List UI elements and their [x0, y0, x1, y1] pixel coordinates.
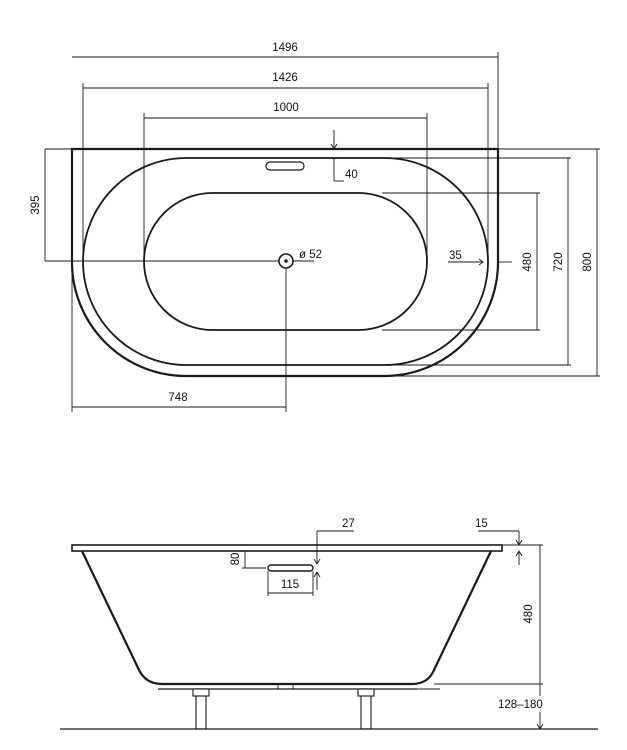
rim-bar — [71, 544, 503, 552]
tub-body — [81, 550, 492, 686]
dim-drain-diameter: ø 52 — [299, 249, 322, 261]
top-view: 1496 1426 1000 40 395 ø 52 35 480 720 80… — [30, 42, 600, 412]
leg-left-nut — [192, 688, 210, 697]
dim-leg-height: 128–180 — [498, 699, 543, 711]
overflow-slot — [265, 161, 305, 171]
drain-center — [284, 259, 288, 263]
dim-wall-offset: 40 — [345, 169, 358, 181]
basin-outline — [143, 192, 428, 331]
dim-tub-height: 480 — [523, 604, 535, 623]
dim-total-width: 1496 — [272, 42, 298, 54]
leg-right-nut — [357, 688, 375, 697]
dim-overflow-height: 80 — [230, 553, 242, 566]
dim-drain-from-left: 748 — [168, 392, 187, 404]
dim-basin-depth: 480 — [522, 252, 534, 271]
side-view: 27 15 80 115 480 128–180 — [60, 518, 598, 730]
overflow-part — [267, 564, 314, 572]
dim-side-offset: 35 — [449, 250, 462, 262]
dim-overflow-size: 27 — [342, 518, 355, 530]
dim-rim-depth: 720 — [553, 252, 565, 271]
dim-rim-thickness: 15 — [475, 518, 488, 530]
dim-rim-width: 1426 — [272, 72, 298, 84]
outer-outline — [70, 147, 500, 378]
dim-basin-width: 1000 — [273, 102, 299, 114]
dim-depth-to-drain: 395 — [30, 195, 42, 214]
dim-total-depth: 800 — [582, 252, 594, 271]
dim-overflow-width: 115 — [281, 579, 299, 591]
